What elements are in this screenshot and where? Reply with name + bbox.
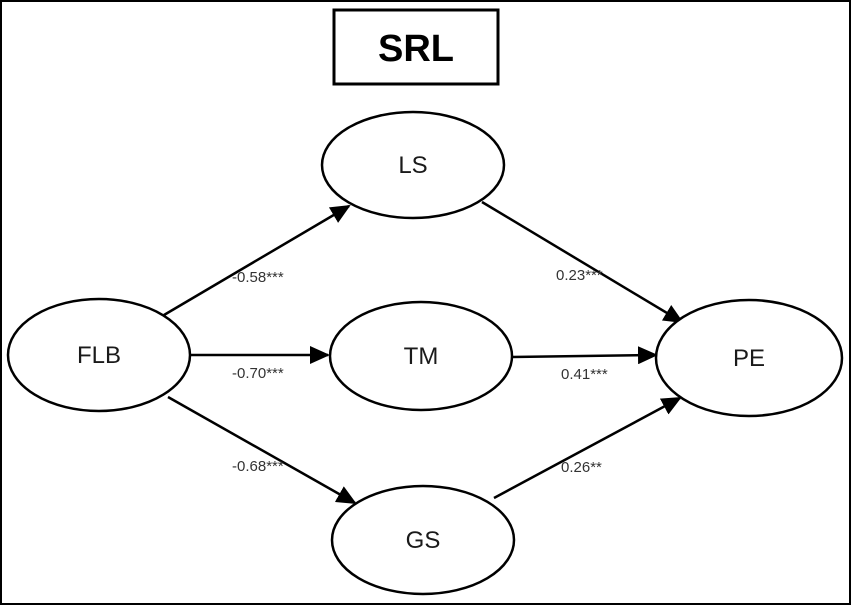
edge-label-flb-gs: -0.68*** xyxy=(232,458,284,475)
node-pe-label: PE xyxy=(733,345,765,372)
edge-label-flb-ls: -0.58*** xyxy=(232,269,284,286)
node-pe-ellipse xyxy=(654,298,844,418)
edge-flb-gs xyxy=(167,395,357,505)
node-ls: LS xyxy=(320,110,506,220)
node-ls-ellipse xyxy=(320,110,506,220)
node-flb-ellipse xyxy=(6,297,192,413)
node-ls-label: LS xyxy=(398,152,427,179)
edge-ls-pe xyxy=(481,200,684,324)
title-group: SRL xyxy=(332,8,500,86)
node-pe: PE xyxy=(654,298,844,418)
node-tm: TM xyxy=(328,300,514,412)
title-box xyxy=(332,8,500,86)
edge-label-ls-pe: 0.23*** xyxy=(556,267,603,284)
node-tm-label: TM xyxy=(404,343,439,370)
node-flb-label: FLB xyxy=(77,342,121,369)
edge-flb-ls xyxy=(163,204,351,317)
edge-gs-pe xyxy=(493,396,682,500)
diagram-title: SRL xyxy=(378,28,454,70)
node-flb: FLB xyxy=(6,297,192,413)
edge-tm-pe xyxy=(511,346,658,365)
edge-label-tm-pe: 0.41*** xyxy=(561,366,608,383)
node-tm-ellipse xyxy=(328,300,514,412)
node-gs: GS xyxy=(330,484,516,596)
node-gs-label: GS xyxy=(406,527,441,554)
edge-label-flb-tm: -0.70*** xyxy=(232,365,284,382)
node-gs-ellipse xyxy=(330,484,516,596)
edge-label-gs-pe: 0.26** xyxy=(561,459,602,476)
